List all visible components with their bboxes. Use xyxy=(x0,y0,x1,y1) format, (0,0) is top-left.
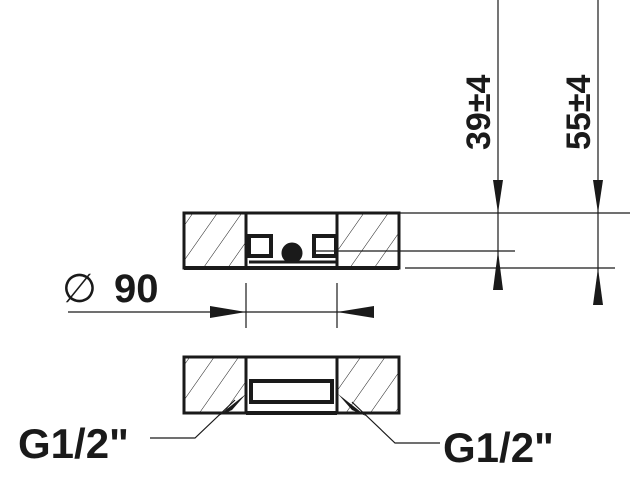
bottom-section-view xyxy=(182,355,401,415)
arrow-icon xyxy=(338,394,366,416)
ball-icon xyxy=(281,242,303,264)
inner-fitting xyxy=(249,379,334,404)
right-seal xyxy=(312,234,338,258)
height-dimension-55: 55±4 xyxy=(560,75,598,150)
arrow-left-icon xyxy=(337,306,374,318)
diameter-symbol: ∅ xyxy=(62,267,97,311)
arrow-icon xyxy=(218,394,246,416)
thread-label-right: G1/2" xyxy=(443,424,554,471)
thread-leader-lines xyxy=(150,399,440,444)
right-hatched-wall xyxy=(335,211,401,270)
left-hatched-wall xyxy=(182,211,248,270)
dimension-arrows xyxy=(493,180,603,305)
height-extension-lines xyxy=(315,0,630,305)
arrow-right-icon xyxy=(210,306,246,318)
height-dimension-39: 39±4 xyxy=(460,75,498,150)
diameter-value: 90 xyxy=(114,267,159,311)
top-section-view xyxy=(182,211,401,270)
thread-label-left: G1/2" xyxy=(18,420,129,467)
left-seal xyxy=(247,234,273,258)
